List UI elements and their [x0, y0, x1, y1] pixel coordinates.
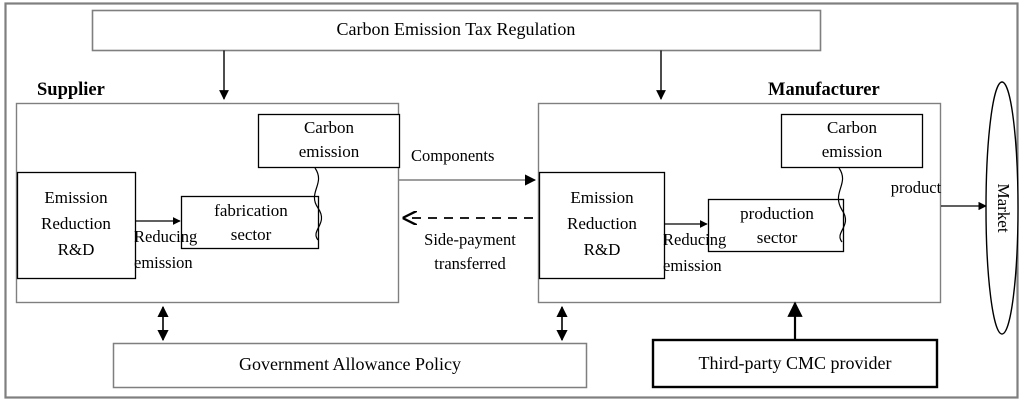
supplier-rnd-line3: R&D — [58, 240, 95, 259]
manufacturer-sector-line2: sector — [757, 228, 798, 247]
manufacturer-production-sector-box[interactable] — [707, 198, 845, 253]
government-allowance-policy-box[interactable] — [112, 342, 588, 389]
manufacturer-rnd-line2: Reduction — [567, 214, 637, 233]
supplier-reducing-emission-line1: Reducing — [134, 227, 197, 246]
supplier-rnd-line1: Emission — [44, 188, 108, 207]
supplier-emission-reduction-rnd-box[interactable] — [16, 171, 137, 280]
supplier-carbon-emission-line2: emission — [299, 142, 360, 161]
manufacturer-emission-reduction-rnd-box[interactable] — [538, 171, 666, 280]
manufacturer-label: Manufacturer — [768, 80, 880, 100]
supplier-sector-line2: sector — [231, 225, 272, 244]
manufacturer-reducing-emission-line1: Reducing — [663, 230, 726, 249]
third-party-cmc-provider-box[interactable] — [651, 338, 939, 389]
components-label: Components — [411, 146, 494, 165]
supplier-carbon-emission-box[interactable] — [257, 113, 401, 169]
supplier-rnd-line2: Reduction — [41, 214, 111, 233]
manufacturer-rnd-line3: R&D — [584, 240, 621, 259]
manufacturer-carbon-emission-box[interactable] — [780, 113, 924, 169]
market-ellipse[interactable] — [985, 81, 1019, 335]
product-label: product — [891, 178, 942, 197]
manufacturer-reducing-emission-line2: emission — [663, 256, 722, 275]
supplier-label: Supplier — [37, 80, 105, 100]
carbon-emission-tax-regulation-label: Carbon Emission Tax Regulation — [337, 19, 576, 39]
carbon-emission-tax-regulation-box[interactable] — [91, 9, 822, 52]
third-party-cmc-provider-label: Third-party CMC provider — [699, 353, 892, 373]
market-label: Market — [994, 183, 1013, 232]
supplier-fabrication-sector-box[interactable] — [180, 195, 320, 250]
supplier-emission-wavy-connector — [313, 167, 323, 241]
side-payment-line1: Side-payment — [424, 230, 516, 249]
manufacturer-sector-line1: production — [740, 204, 814, 223]
supplier-reducing-emission-line2: emission — [134, 253, 193, 272]
government-allowance-policy-label: Government Allowance Policy — [239, 354, 461, 374]
side-payment-line2: transferred — [434, 254, 506, 273]
manufacturer-carbon-emission-line2: emission — [822, 142, 883, 161]
supplier-carbon-emission-line1: Carbon — [304, 118, 355, 137]
supplier-sector-line1: fabrication — [214, 201, 288, 220]
manufacturer-rnd-line1: Emission — [570, 188, 634, 207]
manufacturer-emission-wavy-connector — [837, 167, 847, 243]
manufacturer-carbon-emission-line1: Carbon — [827, 118, 878, 137]
